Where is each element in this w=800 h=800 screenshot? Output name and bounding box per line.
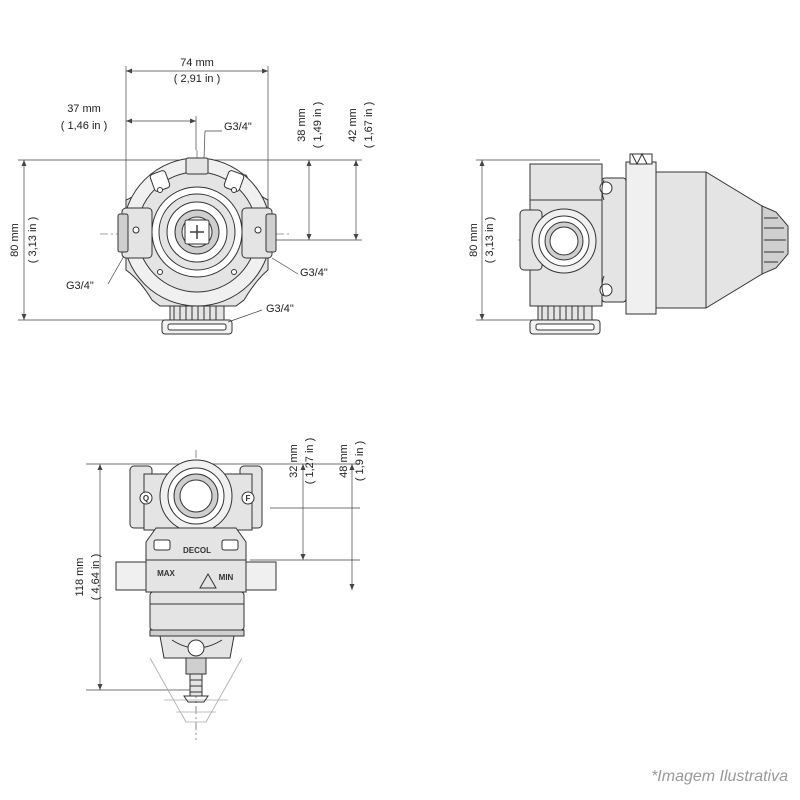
dim-32-mm: 32 mm	[288, 444, 300, 478]
dim-48-in: ( 1,9 in )	[354, 441, 366, 481]
dim-80-mm-top: 80 mm	[9, 223, 21, 257]
dim-42-in: ( 1,67 in )	[363, 102, 375, 148]
dim-32-in: ( 1,27 in )	[304, 438, 316, 484]
dim-118-in: ( 4,64 in )	[90, 554, 102, 600]
front-body-lower	[149, 591, 245, 631]
front-view: 118 mm ( 4,64 in ) 32 mm ( 1,27 in ) 48 …	[74, 438, 366, 740]
dim-118-mm: 118 mm	[74, 558, 86, 597]
dim-74-mm: 74 mm	[180, 57, 214, 69]
dim-80-mm-side: 80 mm	[468, 223, 480, 257]
caption-illustrative: *Imagem Ilustrativa	[651, 768, 788, 785]
dim-48-mm: 48 mm	[338, 444, 350, 478]
thread-label-left: G3/4"	[66, 280, 94, 292]
mark-q: Q	[143, 494, 149, 503]
side-view: 80 mm ( 3,13 in )	[468, 152, 790, 335]
dim-80-in-side: ( 3,13 in )	[484, 217, 496, 263]
dim-37-in: ( 1,46 in )	[61, 120, 107, 132]
side-bonnet	[655, 171, 763, 309]
top-view: 74 mm ( 2,91 in ) 37 mm ( 1,46 in ) 80 m…	[9, 57, 375, 335]
thread-label-top: G3/4"	[224, 121, 252, 133]
dim-80-in-top: ( 3,13 in )	[27, 217, 39, 263]
dim-37-mm: 37 mm	[67, 103, 101, 115]
dim-74-in: ( 2,91 in )	[174, 73, 220, 85]
mark-f: F	[246, 494, 251, 503]
mark-max: MAX	[157, 569, 175, 578]
mark-min: MIN	[219, 573, 234, 582]
dim-38-mm: 38 mm	[296, 108, 308, 142]
thread-label-right: G3/4"	[300, 267, 328, 279]
dim-38-in: ( 1,49 in )	[312, 102, 324, 148]
front-body-upper: Q F	[129, 459, 263, 533]
dim-42-mm: 42 mm	[347, 108, 359, 142]
thread-label-bottom: G3/4"	[266, 303, 294, 315]
valve-top-body	[117, 157, 277, 335]
brand-mark: DECOL	[183, 546, 211, 555]
